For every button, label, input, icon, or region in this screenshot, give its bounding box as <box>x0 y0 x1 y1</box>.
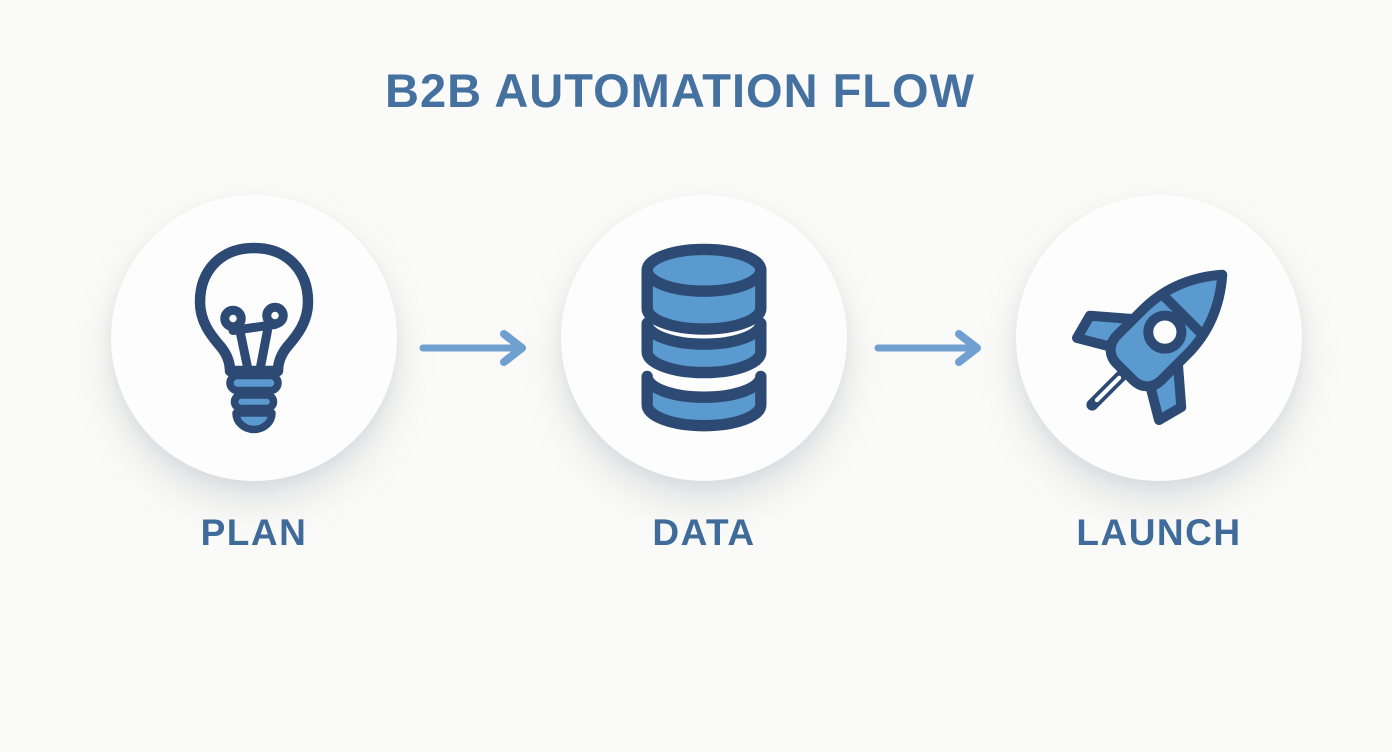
step-label-data: DATA <box>652 512 756 553</box>
step-circle-launch <box>1016 195 1302 481</box>
step-circle-data <box>561 195 847 481</box>
right-arrow-icon <box>419 330 526 366</box>
rocket-icon <box>1072 269 1228 425</box>
database-icon <box>641 243 767 431</box>
step-label-plan: PLAN <box>200 512 308 553</box>
lightbulb-icon <box>194 242 314 433</box>
step-label-launch: LAUNCH <box>1076 512 1242 553</box>
diagram-title: B2B AUTOMATION FLOW <box>385 64 975 117</box>
right-arrow-icon <box>874 330 981 366</box>
step-circle-plan <box>111 195 397 481</box>
